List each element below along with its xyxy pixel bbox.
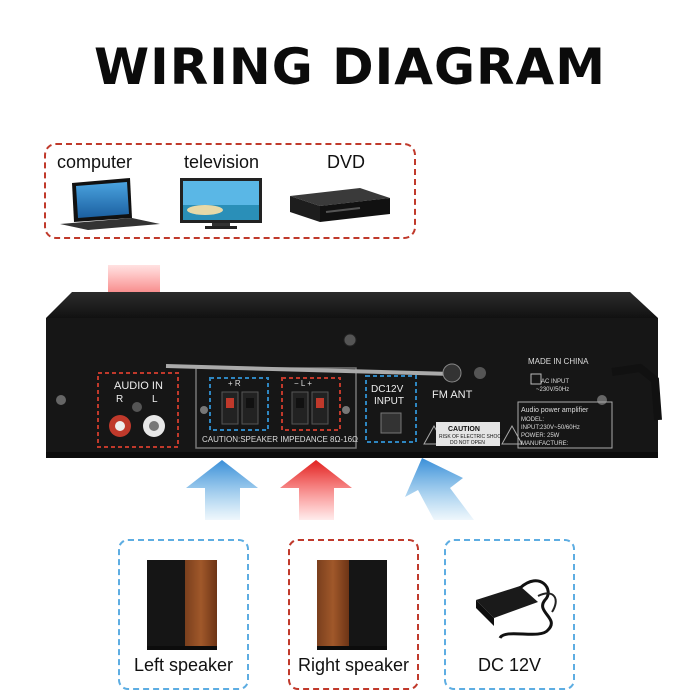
television-label: television: [184, 152, 260, 172]
input-sources-box: [44, 143, 416, 239]
left-speaker-card: [118, 539, 249, 690]
ac-input-label: AC INPUT: [541, 379, 569, 385]
speaker-caution-text: CAUTION:SPEAKER IMPEDANCE 8Ω-16Ω: [202, 435, 358, 444]
page-title: WIRING DIAGRAM: [94, 38, 606, 96]
dc-input-label: INPUT: [374, 396, 404, 407]
dvd-label: DVD: [327, 152, 366, 172]
computer-label: computer: [57, 152, 133, 172]
right-speaker-label: Right speaker: [297, 655, 410, 675]
caution-title: CAUTION: [448, 426, 480, 433]
dvd-player-icon: [290, 188, 390, 222]
left-speaker-label: Left speaker: [133, 655, 234, 675]
fm-ant-label: FM ANT: [432, 389, 473, 401]
made-in-label: MADE IN CHINA: [528, 357, 589, 366]
right-speaker-icon: [317, 560, 387, 650]
spec-title: Audio power amplifier: [521, 407, 589, 414]
right-speaker-card: [288, 539, 419, 690]
spec-label: [517, 401, 613, 449]
audio-l-label: L: [152, 394, 158, 405]
dc-label: DC12V: [371, 384, 404, 395]
fm-antenna: [165, 364, 453, 376]
spec-input: INPUT:230V~50/60Hz: [521, 425, 580, 431]
ac-input-value: ~230V/50Hz: [536, 387, 569, 393]
amplifier-body: [46, 292, 662, 458]
dc-12v-card: [444, 539, 575, 690]
dc-input-panel: [365, 375, 417, 443]
tv-icon: [180, 178, 262, 229]
ac-symbol-icon: [530, 373, 542, 385]
left-speaker-icon: [147, 560, 217, 650]
dc-arrow: [405, 458, 474, 520]
spec-model: MODEL:: [521, 417, 544, 423]
spec-manufacture: MANUFACTURE:: [521, 441, 569, 447]
laptop-icon: [60, 178, 160, 230]
audio-r-label: R: [116, 394, 123, 405]
right-speaker-terminal-group: [209, 377, 269, 431]
audio-in-label: AUDIO IN: [114, 380, 163, 392]
power-adapter-icon: [476, 579, 557, 640]
terminal-r-marks: + R: [228, 379, 241, 388]
left-speaker-terminal-group: [281, 377, 341, 431]
right-speaker-arrow: [186, 460, 258, 520]
caution-line2: DO NOT OPEN: [450, 440, 485, 446]
dc-12v-label: DC 12V: [477, 655, 542, 675]
warning-triangle-icon: [501, 424, 523, 445]
caution-label: [436, 422, 500, 446]
left-speaker-arrow: [280, 460, 352, 520]
spec-power: POWER: 25W: [521, 433, 560, 439]
dc-input-jack[interactable]: [380, 412, 402, 434]
terminal-l-marks: − L +: [294, 379, 312, 388]
caution-line1: RISK OF ELECTRIC SHOCK: [439, 434, 505, 440]
